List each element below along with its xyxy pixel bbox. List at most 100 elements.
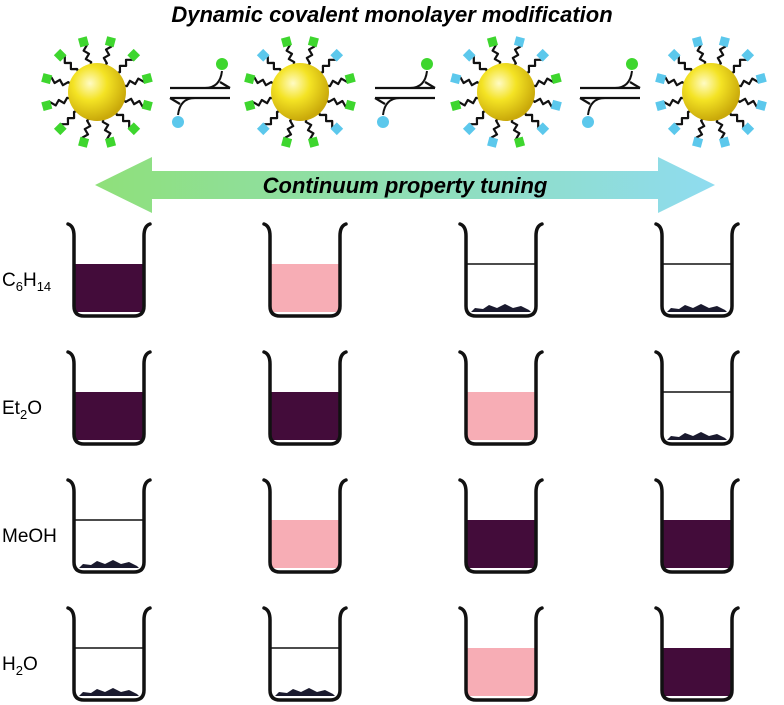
beaker-outline: [66, 606, 152, 702]
green-ligand-head: [53, 48, 67, 62]
green-ligand-head: [127, 48, 141, 62]
blue-ligand-icon: [377, 116, 389, 128]
green-ligand-head: [244, 73, 256, 85]
blue-ligand-head: [256, 122, 270, 136]
beaker-outline: [66, 478, 152, 574]
double-arrow-icon: [95, 157, 715, 213]
nanoparticle: [41, 36, 153, 148]
solvent-label: C6H14: [2, 270, 51, 294]
beaker: [262, 350, 348, 446]
precipitate: [667, 304, 727, 312]
partially-dispersed-solution: [270, 520, 340, 568]
gold-core: [682, 63, 740, 121]
blue-ligand-head: [550, 99, 562, 111]
green-ligand-head: [513, 136, 526, 148]
green-ligand-head: [104, 136, 117, 148]
green-ligand-head: [307, 136, 320, 148]
green-ligand-icon: [216, 58, 228, 70]
beaker-outline: [262, 478, 348, 574]
beaker: [262, 478, 348, 574]
blue-ligand-head: [513, 36, 525, 48]
beaker: [458, 350, 544, 446]
solvent-label: Et2O: [2, 398, 42, 422]
solvent-label: MeOH: [2, 526, 57, 547]
blue-ligand-head: [330, 122, 344, 136]
exchange-equilibrium: [169, 58, 231, 128]
green-ligand-head: [307, 36, 319, 48]
green-ligand-icon: [421, 58, 433, 70]
green-ligand-head: [486, 36, 499, 48]
green-ligand-head: [41, 99, 53, 112]
blue-ligand-head: [667, 48, 681, 62]
blue-ligand-head: [755, 99, 767, 111]
blue-ligand-head: [718, 36, 730, 48]
partially-dispersed-solution: [466, 392, 536, 440]
nanoparticle: [450, 36, 562, 148]
green-ligand-head: [141, 99, 153, 111]
green-ligand-head: [141, 72, 153, 85]
gold-core: [68, 63, 126, 121]
nanoparticle: [244, 36, 356, 148]
beaker: [458, 478, 544, 574]
beaker-outline: [458, 350, 544, 446]
green-ligand-head: [127, 122, 141, 136]
beaker: [66, 350, 152, 446]
green-ligand-head: [244, 99, 256, 112]
banner-label: Continuum property tuning: [263, 173, 548, 198]
gold-core: [271, 63, 329, 121]
blue-ligand-head: [536, 122, 550, 136]
beaker: [66, 478, 152, 574]
green-ligand-head: [104, 36, 116, 48]
beaker: [66, 606, 152, 702]
beaker-outline: [262, 350, 348, 446]
dispersed-solution: [270, 392, 340, 440]
curve-icon: [382, 97, 401, 116]
blue-ligand-head: [462, 48, 476, 62]
blue-ligand-head: [667, 122, 681, 136]
blue-ligand-head: [691, 36, 704, 48]
green-ligand-head: [41, 73, 53, 85]
beaker-outline: [262, 606, 348, 702]
beaker-outline: [66, 350, 152, 446]
precipitate: [275, 688, 335, 696]
blue-ligand-head: [655, 99, 667, 112]
green-ligand-head: [450, 99, 462, 112]
beaker-grid: [66, 222, 740, 702]
blue-ligand-head: [450, 73, 462, 85]
nanoparticle-row: [41, 36, 767, 148]
green-ligand-head: [280, 36, 293, 48]
equilibrium-arrows: [169, 58, 641, 128]
blue-ligand-head: [487, 136, 499, 148]
green-ligand-head: [550, 72, 562, 85]
blue-ligand-head: [741, 122, 755, 136]
precipitate: [471, 304, 531, 312]
beaker: [654, 222, 740, 318]
beaker-outline: [458, 606, 544, 702]
partially-dispersed-solution: [466, 648, 536, 696]
beaker-outline: [654, 350, 740, 446]
precipitate: [79, 688, 139, 696]
dispersed-solution: [662, 520, 732, 568]
beaker-outline: [654, 478, 740, 574]
green-ligand-head: [281, 136, 293, 148]
beaker: [66, 222, 152, 318]
beaker-outline: [66, 222, 152, 318]
blue-ligand-head: [256, 48, 270, 62]
beaker-outline: [458, 222, 544, 318]
curve-icon: [587, 97, 606, 116]
blue-ligand-head: [536, 48, 550, 62]
dispersed-solution: [466, 520, 536, 568]
dispersed-solution: [74, 392, 144, 440]
blue-ligand-head: [655, 73, 667, 85]
exchange-equilibrium: [374, 58, 436, 128]
curve-icon: [204, 70, 223, 89]
dispersed-solution: [662, 648, 732, 696]
precipitate: [667, 432, 727, 440]
curve-icon: [409, 70, 428, 89]
beaker: [458, 222, 544, 318]
blue-ligand-head: [330, 48, 344, 62]
gold-core: [477, 63, 535, 121]
green-ligand-head: [344, 72, 356, 85]
